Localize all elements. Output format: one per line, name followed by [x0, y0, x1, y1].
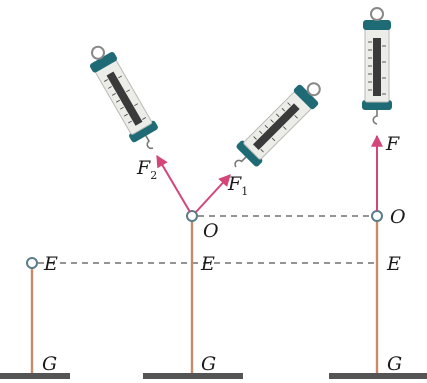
label-E-right: E — [386, 253, 401, 275]
ring-icon — [186, 210, 198, 222]
label-F2: F2 — [136, 157, 157, 182]
force-arrow-F2 — [156, 154, 191, 213]
ring-icon — [26, 257, 38, 269]
label-O-right: O — [390, 206, 406, 228]
label-G-left: G — [42, 353, 57, 375]
ring-icon — [371, 210, 383, 222]
label-E-middle: E — [200, 253, 215, 275]
label-E-left: E — [43, 253, 58, 275]
label-G-middle: G — [201, 353, 216, 375]
ground-middle — [143, 373, 243, 379]
label-F-right: F — [385, 133, 400, 155]
spring-scale-icon — [361, 7, 393, 125]
label-G-right: G — [387, 353, 402, 375]
ground-right — [329, 373, 427, 379]
spring-scale-icon — [224, 73, 330, 179]
ground-left — [0, 373, 70, 379]
label-O-middle: O — [203, 220, 219, 242]
force-arrow-F1 — [195, 174, 231, 213]
label-F1: F1 — [227, 173, 248, 198]
spring-scale-icon — [81, 39, 167, 157]
